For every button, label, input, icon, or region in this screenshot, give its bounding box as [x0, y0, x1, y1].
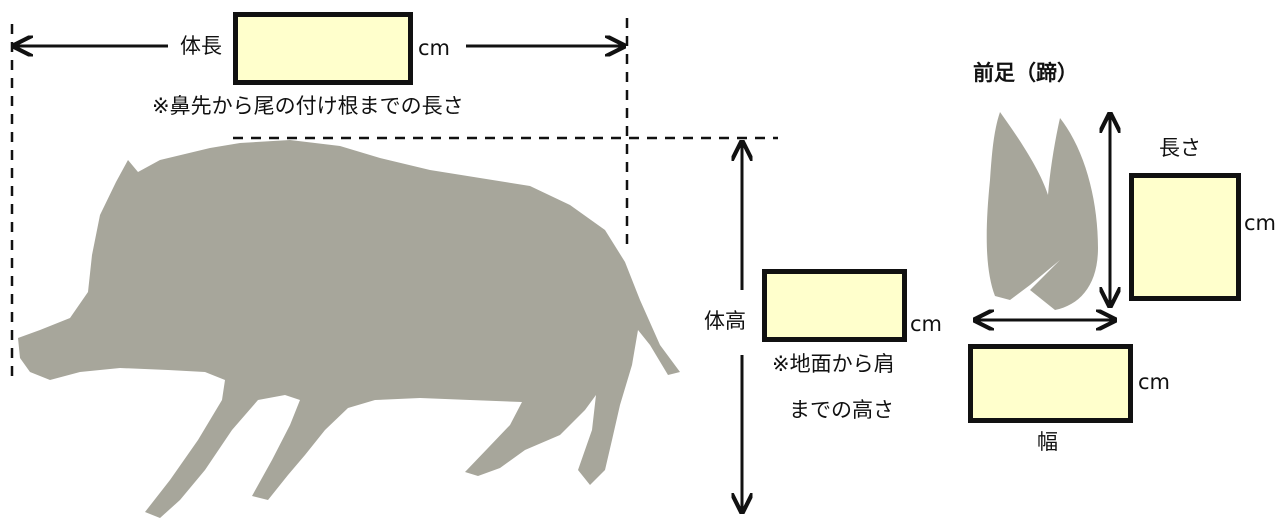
forefoot-title: 前足（蹄） — [973, 61, 1078, 85]
hoof-length-input-box[interactable] — [1129, 173, 1241, 301]
body-height-note-line1: ※地面から肩 — [772, 352, 895, 376]
hoof-width-label: 幅 — [1037, 430, 1058, 454]
body-height-unit: cm — [910, 312, 943, 336]
body-length-label: 体長 — [180, 34, 222, 58]
body-height-note-line2: までの高さ — [789, 398, 894, 422]
hoof-silhouette-icon — [986, 112, 1098, 310]
body-height-input-box[interactable] — [762, 269, 907, 342]
hoof-length-unit: cm — [1244, 211, 1277, 235]
hoof-length-label: 長さ — [1159, 136, 1201, 160]
body-length-note: ※鼻先から尾の付け根までの長さ — [152, 94, 464, 118]
body-height-label: 体高 — [704, 309, 746, 333]
wild-boar-silhouette-icon — [18, 140, 680, 518]
body-length-input-box[interactable] — [233, 12, 413, 85]
hoof-width-input-box[interactable] — [968, 344, 1133, 423]
body-length-unit: cm — [418, 36, 451, 60]
hoof-width-unit: cm — [1138, 370, 1171, 394]
